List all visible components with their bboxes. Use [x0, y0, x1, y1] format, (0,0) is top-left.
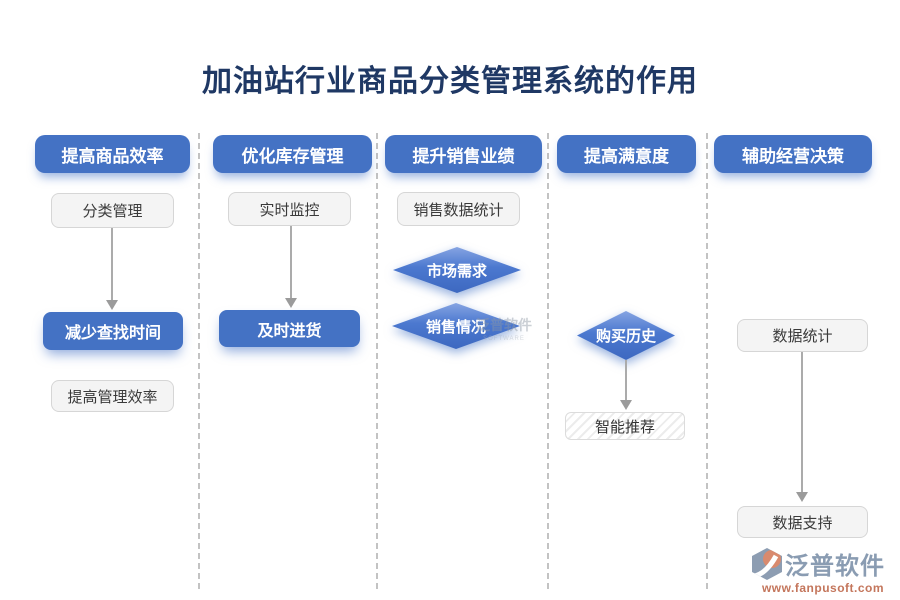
arrow-down-icon — [796, 352, 808, 502]
node-management-efficiency: 提高管理效率 — [51, 380, 174, 412]
node-timely-restock: 及时进货 — [219, 310, 360, 347]
node-sales-data-statistics: 销售数据统计 — [397, 192, 520, 226]
node-data-support: 数据支持 — [737, 506, 868, 538]
column-separator — [198, 133, 200, 589]
node-data-statistics: 数据统计 — [737, 319, 868, 352]
arrow-down-icon — [620, 360, 632, 410]
fanpu-brand-text: 泛普软件 — [785, 553, 885, 580]
watermark-text: 泛普软件 — [476, 317, 532, 333]
fanpu-url-text: www.fanpusoft.com — [761, 581, 885, 595]
watermark: 泛普软件 SOFTWARE — [476, 318, 532, 346]
column-separator — [376, 133, 378, 589]
header-inventory-management: 优化库存管理 — [213, 135, 372, 173]
column-separator — [547, 133, 549, 589]
node-smart-recommendation: 智能推荐 — [565, 412, 685, 440]
node-reduce-search-time: 减少查找时间 — [43, 312, 183, 350]
column-separator — [706, 133, 708, 589]
diamond-market-demand-label: 市场需求 — [393, 247, 521, 293]
node-category-management: 分类管理 — [51, 193, 174, 228]
header-sales-performance: 提升销售业绩 — [385, 135, 542, 173]
diamond-market-demand: 市场需求 — [393, 247, 521, 293]
arrow-down-icon — [106, 228, 118, 310]
diamond-purchase-history-label: 购买历史 — [577, 311, 675, 360]
fanpu-logo-icon — [752, 547, 782, 580]
diamond-purchase-history: 购买历史 — [577, 311, 675, 360]
watermark-subtext: SOFTWARE — [483, 336, 525, 342]
header-satisfaction: 提高满意度 — [557, 135, 696, 173]
arrow-down-icon — [285, 226, 297, 308]
fanpu-logo: 泛普软件 www.fanpusoft.com — [752, 546, 894, 595]
header-product-efficiency: 提高商品效率 — [35, 135, 190, 173]
header-business-decision: 辅助经营决策 — [714, 135, 872, 173]
node-realtime-monitoring: 实时监控 — [228, 192, 351, 226]
diamond-sales-situation: 销售情况 — [392, 303, 520, 349]
page-title: 加油站行业商品分类管理系统的作用 — [202, 65, 698, 98]
